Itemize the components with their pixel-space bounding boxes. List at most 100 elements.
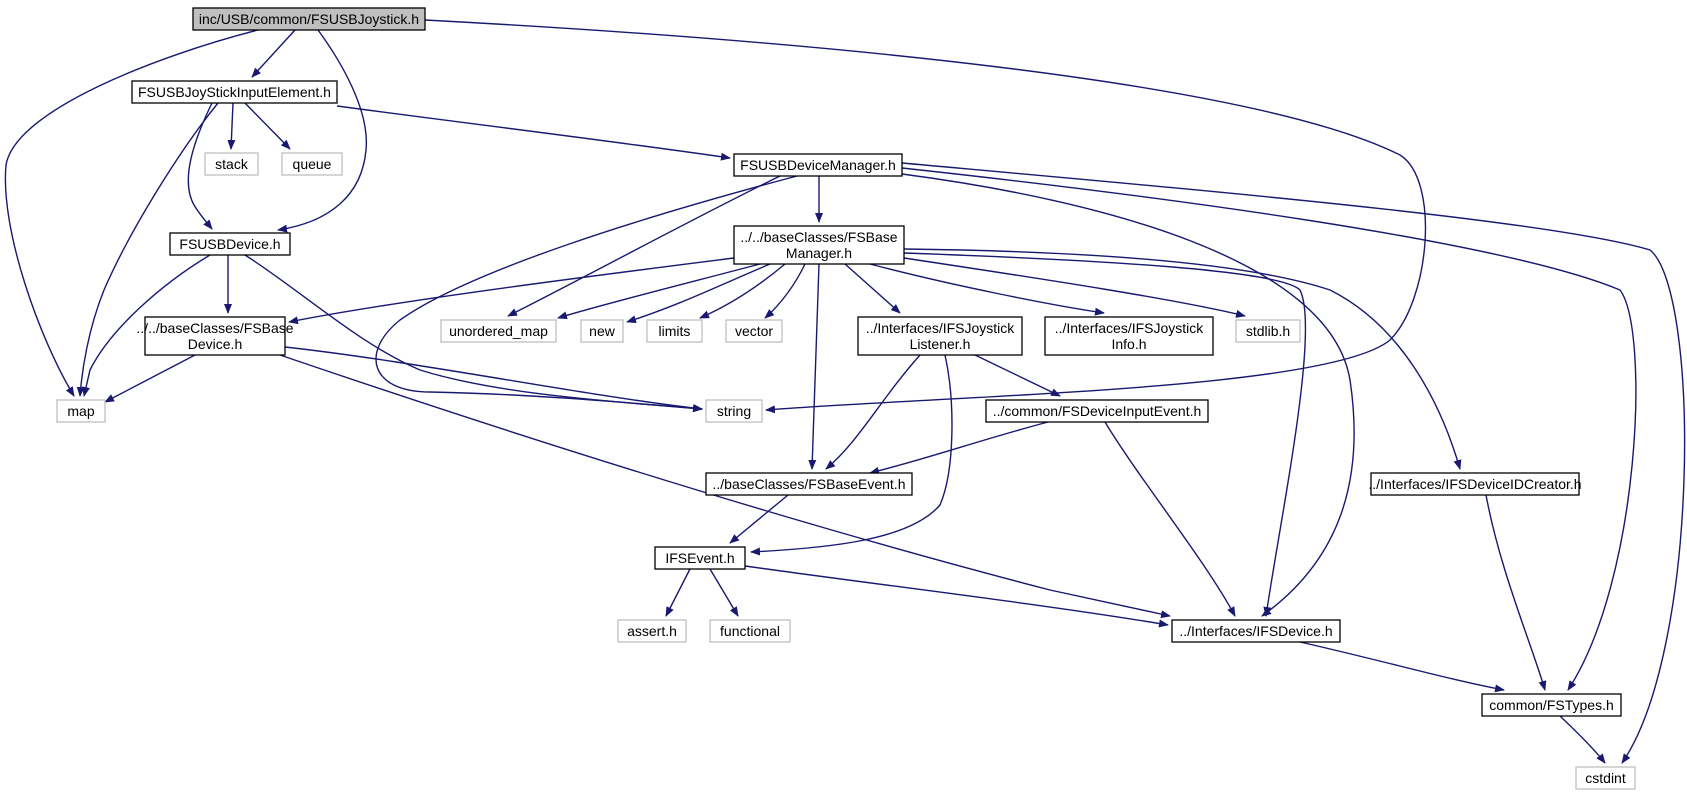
- edge-basemgr-to-joyinfo: [869, 263, 1105, 316]
- edge-root-to-string: [424, 19, 1427, 414]
- node-label: FSUSBDevice.h: [179, 236, 280, 252]
- node-box: [144, 316, 286, 356]
- edges-layer: [4, 19, 1686, 764]
- node-label: FSUSBDeviceManager.h: [740, 157, 896, 173]
- node-label: ../Interfaces/IFSDeviceIDCreator.h: [1368, 476, 1581, 492]
- edge-devmgr-to-umap: [507, 175, 781, 317]
- node-label: Listener.h: [910, 336, 971, 352]
- edge-basemgr-to-baseevent: [808, 263, 820, 470]
- node-stack[interactable]: stack: [204, 152, 259, 176]
- node-joyinput[interactable]: FSUSBJoyStickInputElement.h: [131, 80, 338, 104]
- node-string[interactable]: string: [705, 399, 763, 423]
- node-box: [56, 399, 106, 423]
- node-label: ../Interfaces/IFSDevice.h: [1179, 623, 1332, 639]
- node-devmgr[interactable]: FSUSBDeviceManager.h: [733, 153, 903, 177]
- edge-root-to-joyinput: [251, 29, 296, 78]
- edge-basedev-to-string: [284, 346, 703, 412]
- node-label: cstdint: [1585, 770, 1626, 786]
- node-label: stdlib.h: [1246, 323, 1290, 339]
- edge-joylistener-to-ifsevent: [750, 354, 953, 556]
- node-queue[interactable]: queue: [281, 152, 343, 176]
- edge-root-to-usbdev: [277, 29, 368, 233]
- node-label: common/FSTypes.h: [1489, 697, 1614, 713]
- node-box: [281, 152, 343, 176]
- node-usbdev[interactable]: FSUSBDevice.h: [169, 232, 291, 256]
- edge-basemgr-to-vector: [764, 263, 806, 319]
- node-label: new: [589, 323, 616, 339]
- node-box: [617, 619, 687, 643]
- edge-joyinput-to-queue: [244, 102, 291, 150]
- edge-joylistener-to-baseevent: [825, 354, 921, 470]
- node-box: [985, 399, 1209, 423]
- node-box: [857, 316, 1023, 356]
- node-cstdint[interactable]: cstdint: [1575, 766, 1636, 790]
- edge-fstypes-to-cstdint: [1559, 715, 1606, 764]
- node-box: [440, 319, 557, 343]
- nodes-layer: inc/USB/common/FSUSBJoystick.hFSUSBJoySt…: [56, 7, 1636, 790]
- node-umap[interactable]: unordered_map: [440, 319, 557, 343]
- node-label: stack: [215, 156, 249, 172]
- edge-joyinput-to-map: [76, 102, 219, 397]
- edge-devmgr-to-fstypes: [901, 167, 1637, 691]
- node-baseevent[interactable]: ../baseClasses/FSBaseEvent.h: [705, 472, 913, 496]
- node-label: ../Interfaces/IFSJoystick: [866, 320, 1016, 336]
- node-label: ../common/FSDeviceInputEvent.h: [993, 403, 1202, 419]
- edge-joylistener-to-devinputevent: [974, 354, 1061, 397]
- node-box: [725, 319, 783, 343]
- node-box: [1370, 472, 1580, 496]
- edge-devinputevent-to-baseevent: [869, 421, 1049, 475]
- edge-joyinput-to-devmgr: [336, 105, 731, 161]
- node-label: ../../baseClasses/FSBase: [136, 320, 293, 336]
- node-box: [1575, 766, 1636, 790]
- node-root[interactable]: inc/USB/common/FSUSBJoystick.h: [192, 7, 426, 31]
- edge-ifsevent-to-functional: [709, 568, 739, 617]
- node-functional[interactable]: functional: [709, 619, 791, 643]
- edge-basedev-to-ifsdevice: [279, 354, 1171, 619]
- edge-usbdev-to-string: [244, 254, 703, 413]
- node-box: [204, 152, 259, 176]
- edge-root-to-map: [4, 29, 259, 397]
- node-limits[interactable]: limits: [646, 319, 703, 343]
- edge-basemgr-to-basedev: [288, 257, 735, 325]
- node-stdlib[interactable]: stdlib.h: [1235, 319, 1301, 343]
- edge-basemgr-to-limits: [699, 263, 786, 319]
- node-box: [1044, 316, 1214, 356]
- node-assert[interactable]: assert.h: [617, 619, 687, 643]
- node-fstypes[interactable]: common/FSTypes.h: [1481, 693, 1622, 717]
- node-label: assert.h: [627, 623, 677, 639]
- node-label: FSUSBJoyStickInputElement.h: [138, 84, 331, 100]
- node-label: Manager.h: [786, 245, 852, 261]
- edge-joyinput-to-usbdev: [187, 102, 213, 230]
- node-box: [709, 619, 791, 643]
- edge-basedev-to-map: [104, 354, 196, 403]
- node-label: ../../baseClasses/FSBase: [740, 229, 897, 245]
- node-box: [705, 472, 913, 496]
- edge-idcreator-to-fstypes: [1485, 494, 1547, 691]
- node-map[interactable]: map: [56, 399, 106, 423]
- node-devinputevent[interactable]: ../common/FSDeviceInputEvent.h: [985, 399, 1209, 423]
- node-new[interactable]: new: [580, 319, 624, 343]
- node-box: [1235, 319, 1301, 343]
- node-label: ../baseClasses/FSBaseEvent.h: [713, 476, 906, 492]
- edge-basemgr-to-ifsdevice: [903, 252, 1307, 617]
- node-label: Device.h: [188, 336, 242, 352]
- node-label: limits: [659, 323, 691, 339]
- node-box: [733, 225, 905, 265]
- node-box: [1481, 693, 1622, 717]
- edge-baseevent-to-ifsevent: [729, 494, 789, 544]
- node-idcreator[interactable]: ../Interfaces/IFSDeviceIDCreator.h: [1368, 472, 1582, 496]
- edge-devmgr-to-cstdint: [901, 162, 1686, 764]
- edge-devinputevent-to-ifsdevice: [1104, 421, 1236, 617]
- node-label: Info.h: [1111, 336, 1146, 352]
- edge-ifsdevice-to-fstypes: [1299, 641, 1505, 693]
- node-ifsdevice[interactable]: ../Interfaces/IFSDevice.h: [1171, 619, 1341, 643]
- node-vector[interactable]: vector: [725, 319, 783, 343]
- edge-ifsevent-to-assert: [665, 568, 691, 617]
- node-ifsevent[interactable]: IFSEvent.h: [654, 546, 746, 570]
- edge-ifsevent-to-ifsdevice: [744, 565, 1169, 628]
- node-label: functional: [720, 623, 780, 639]
